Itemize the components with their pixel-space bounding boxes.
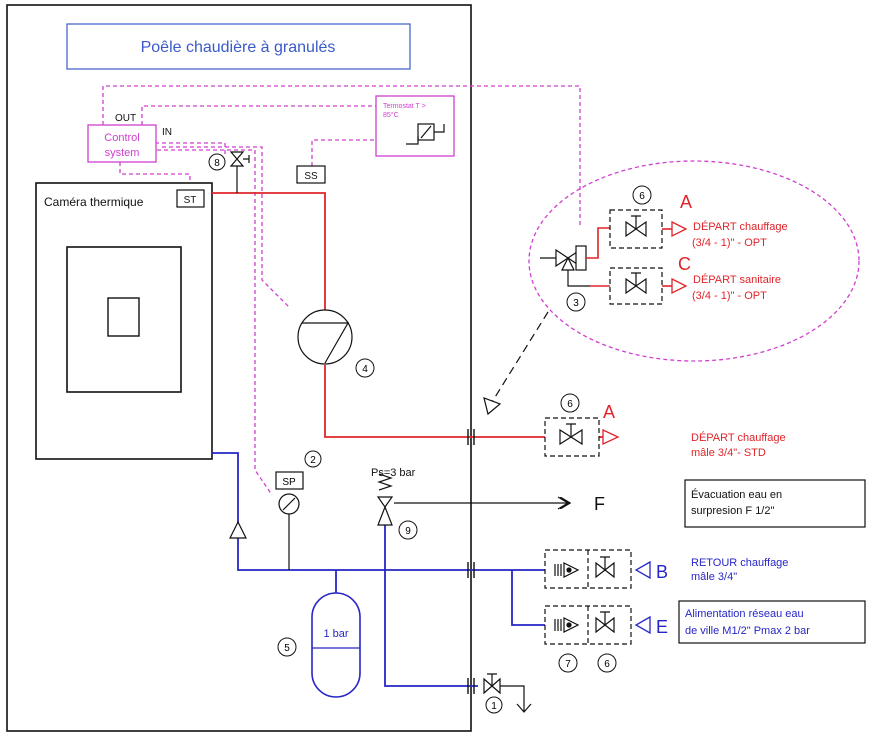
return-pipe: [212, 452, 545, 687]
control-wiring: [102, 85, 581, 496]
option-heating-label-1: DÉPART chauffage: [693, 220, 788, 233]
check-valve-icon: [229, 520, 247, 539]
supply-arrow-icon: [602, 428, 620, 446]
air-vent-valve-icon[interactable]: [229, 151, 250, 193]
control-in-label: IN: [162, 127, 172, 138]
return-label-2: mâle 3/4": [691, 571, 737, 583]
circulation-pump-icon[interactable]: [297, 309, 353, 365]
camera-label: Caméra thermique: [44, 195, 144, 209]
letter-c: C: [678, 254, 691, 274]
chamber-inner: [66, 246, 182, 393]
callout-6b-circle: [560, 393, 580, 413]
supply-std-label-2: mâle 3/4"- STD: [691, 447, 766, 459]
wall-fittings: [467, 429, 475, 694]
letter-a-option: A: [680, 192, 692, 212]
callout-4: 4: [362, 364, 368, 375]
callout-6a-circle: [632, 185, 652, 205]
control-system-box[interactable]: [87, 124, 157, 163]
control-system-label-2: system: [105, 147, 140, 159]
callout-3: 3: [573, 298, 579, 309]
return-label-1: RETOUR chauffage: [691, 557, 788, 569]
option-heating-arrow-icon: [671, 220, 688, 238]
letter-b: B: [656, 562, 668, 582]
mains-note-box: [678, 600, 866, 644]
callout-6a: 6: [639, 191, 645, 202]
callout-8-circle: [208, 153, 226, 171]
combustion-chamber: [35, 182, 213, 460]
callout-6b: 6: [567, 399, 573, 410]
callout-2: 2: [310, 455, 316, 466]
discharge-arrowhead: [557, 496, 570, 510]
callout-7: 7: [565, 659, 571, 670]
callout-9: 9: [405, 526, 411, 537]
appliance-outline: [6, 4, 472, 732]
callout-3-circle: [566, 292, 586, 312]
option-valve-sanitary-icon[interactable]: [609, 267, 663, 305]
sensor-sp-box[interactable]: [275, 471, 304, 490]
callout-2-circle: [304, 450, 322, 468]
letter-e: E: [656, 617, 668, 637]
return-arrow-icon: [634, 560, 651, 580]
sensor-ss-box[interactable]: [296, 165, 326, 184]
option-valve-heating-icon[interactable]: [609, 209, 663, 249]
callout-6c-circle: [597, 653, 617, 673]
mains-label-2: de ville M1/2" Pmax 2 bar: [685, 625, 810, 637]
return-valve-icon[interactable]: [544, 549, 632, 589]
callout-9-circle: [398, 520, 418, 540]
mains-valve-icon[interactable]: [544, 605, 632, 645]
letter-a-standard: A: [603, 402, 615, 422]
thermostat-icon: [406, 123, 445, 145]
control-system-label-1: Control: [104, 132, 139, 144]
supply-std-label-1: DÉPART chauffage: [691, 431, 786, 444]
control-out-label: OUT: [115, 113, 136, 124]
three-way-valve-icon[interactable]: [540, 245, 590, 287]
option-sanitary-arrow-icon: [671, 277, 688, 295]
sensor-st-label: ST: [184, 195, 197, 206]
callout-5: 5: [284, 643, 290, 654]
thermostat-label-1: Termostat T >: [383, 103, 426, 110]
chamber-core: [107, 297, 140, 337]
expansion-vessel-icon[interactable]: [311, 592, 361, 698]
option-sanitary-label-1: DÉPART sanitaire: [693, 273, 781, 286]
mains-arrow-icon: [634, 615, 651, 635]
supply-valve-icon[interactable]: [544, 417, 600, 457]
option-kit-outline: [528, 160, 860, 362]
callout-1: 1: [491, 701, 497, 712]
safety-valve-icon[interactable]: [376, 473, 394, 526]
thermostat-label-2: 85°C: [383, 111, 399, 119]
option-heating-label-2: (3/4 - 1)" - OPT: [692, 237, 767, 249]
sensor-ss-label: SS: [304, 171, 318, 182]
letter-f: F: [594, 494, 605, 514]
callout-8: 8: [214, 158, 220, 169]
option-pointer-arrow: [483, 397, 502, 416]
sensor-st-box[interactable]: [176, 189, 205, 208]
pressure-label: Ps=3 bar: [371, 467, 416, 479]
option-sanitary-label-2: (3/4 - 1)" - OPT: [692, 290, 767, 302]
sensor-sp-label: SP: [282, 477, 296, 488]
title: Poêle chaudière à granulés: [141, 39, 336, 56]
title-box: [66, 23, 411, 70]
drain-tap-icon[interactable]: [483, 673, 532, 713]
callout-6c: 6: [604, 659, 610, 670]
callout-7-circle: [558, 653, 578, 673]
thermostat-box[interactable]: [375, 95, 455, 157]
gauge-needle: [282, 497, 296, 511]
evacuation-label-1: Évacuation eau en: [691, 488, 782, 501]
mains-label-1: Alimentation réseau eau: [685, 608, 804, 620]
callout-1-circle: [485, 696, 503, 714]
option-pointer-line: [491, 311, 549, 403]
option-heating-pipe: [586, 227, 610, 259]
evacuation-note-box: [684, 479, 866, 528]
supply-pipe: [212, 192, 608, 438]
evacuation-label-2: surpresion F 1/2": [691, 505, 774, 517]
callout-5-circle: [277, 637, 297, 657]
vessel-label: 1 bar: [323, 628, 348, 640]
callout-4-circle: [355, 358, 375, 378]
